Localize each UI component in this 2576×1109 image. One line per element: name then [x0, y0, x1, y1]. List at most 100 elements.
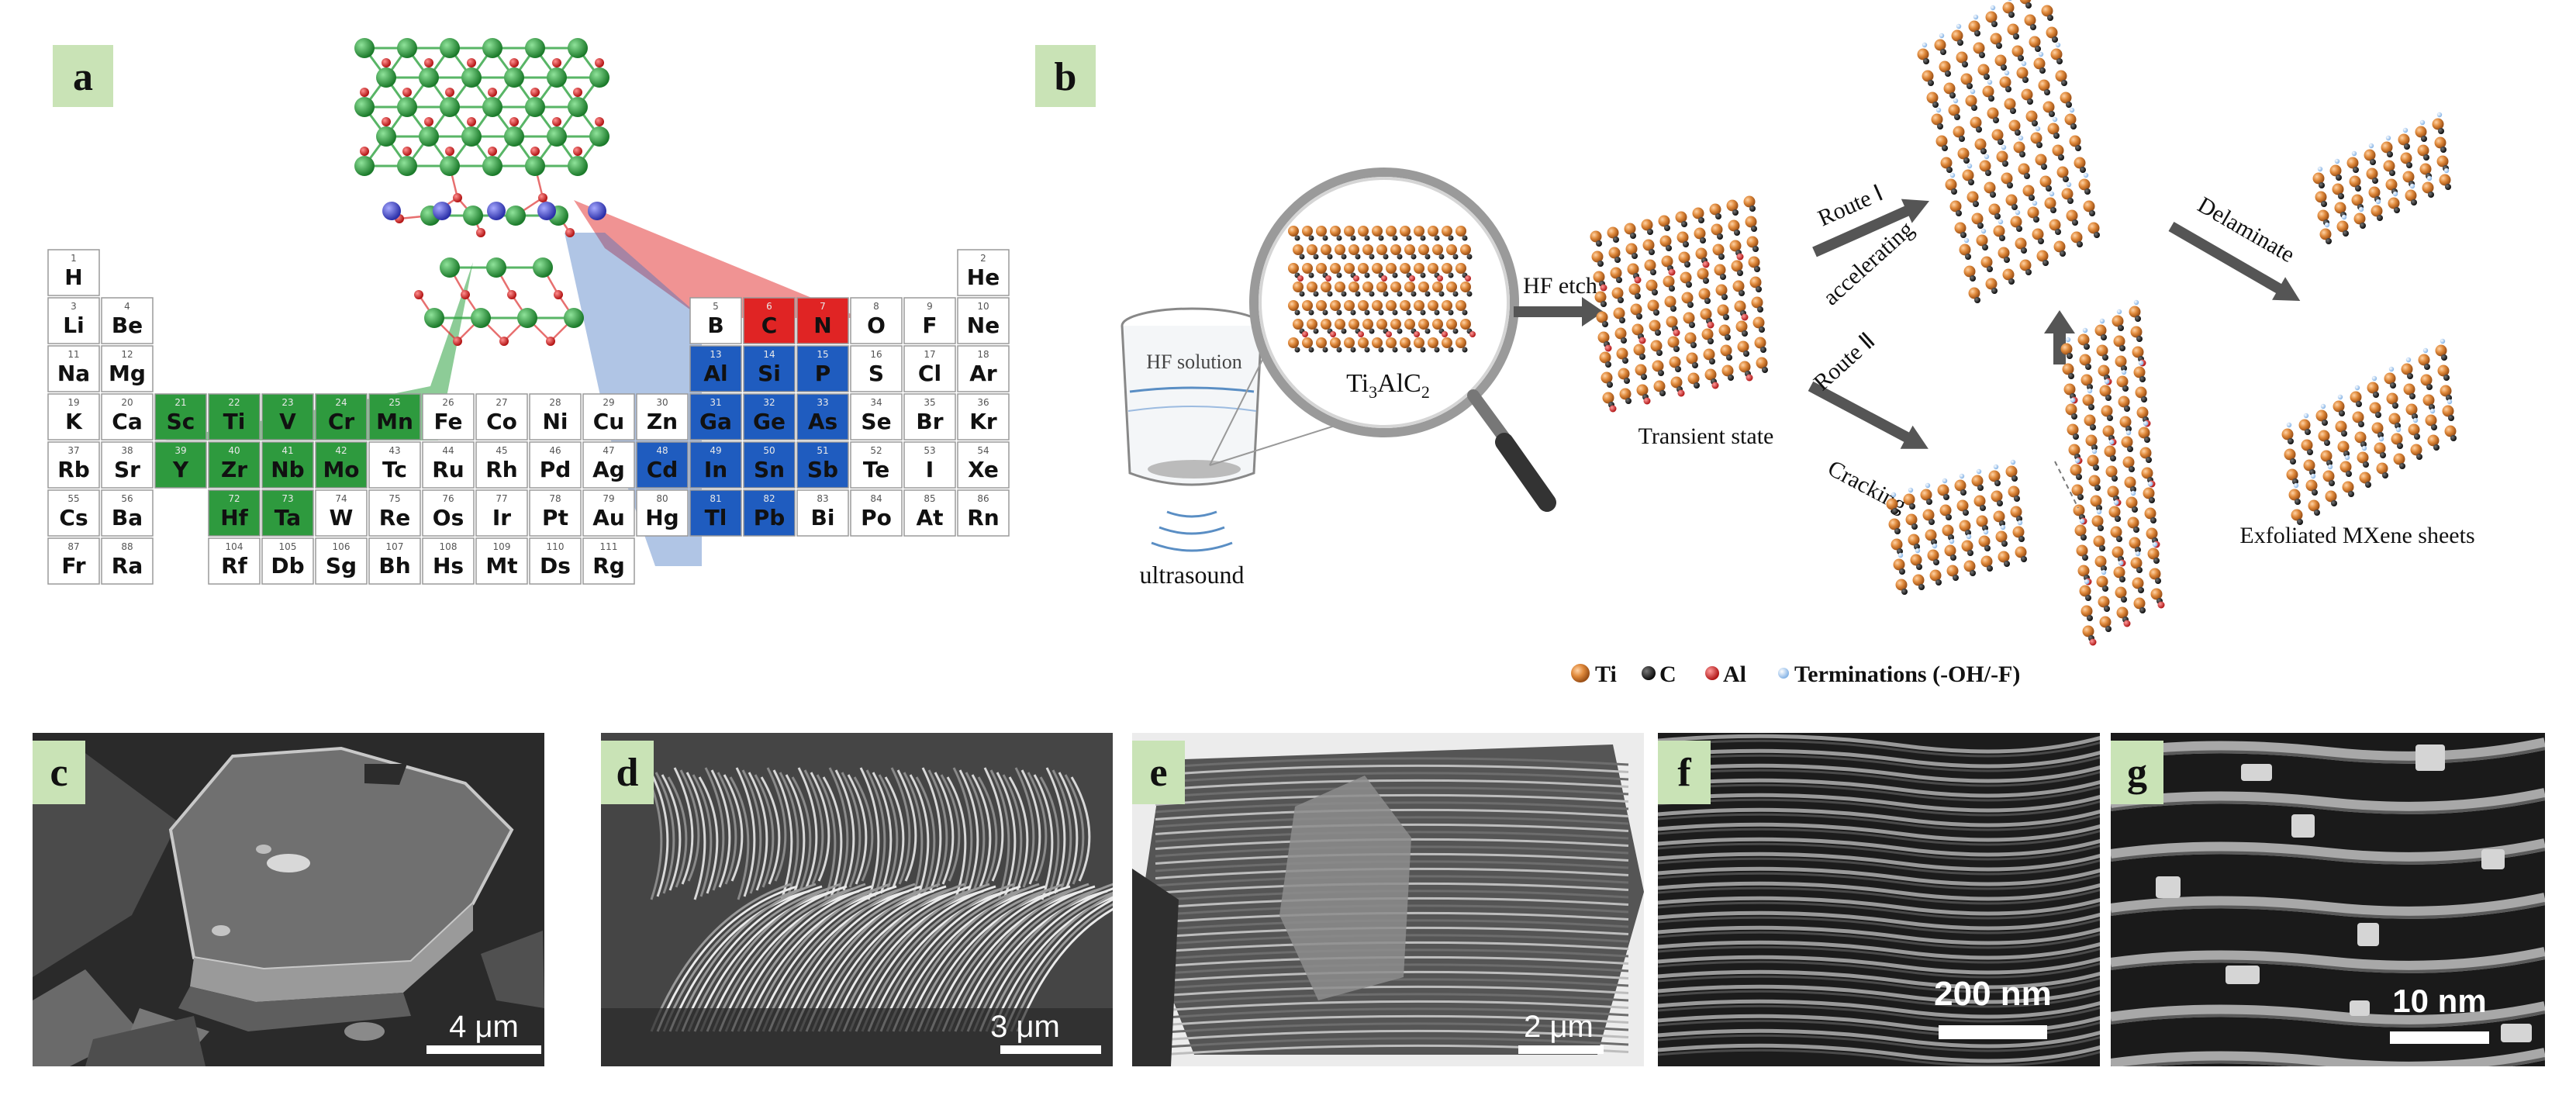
- element-li: 3Li: [47, 297, 100, 344]
- svg-text:77: 77: [496, 493, 507, 504]
- sem-panel-e: e 2 μm: [1132, 733, 1644, 1066]
- svg-text:28: 28: [549, 397, 561, 408]
- svg-text:43: 43: [388, 445, 400, 456]
- svg-text:Ta: Ta: [275, 505, 301, 530]
- svg-text:Sr: Sr: [114, 457, 140, 482]
- svg-text:P: P: [815, 361, 831, 386]
- delaminate-arrow: Delaminate: [2168, 192, 2301, 301]
- svg-text:Nb: Nb: [271, 457, 304, 482]
- svg-text:At: At: [916, 505, 943, 530]
- al-legend-icon: [1705, 666, 1719, 680]
- svg-text:76: 76: [442, 493, 454, 504]
- svg-text:Pb: Pb: [754, 505, 786, 530]
- svg-text:O: O: [867, 313, 886, 338]
- svg-text:110: 110: [547, 541, 565, 552]
- transient-state-label: Transient state: [1638, 423, 1774, 449]
- svg-text:Ti: Ti: [223, 409, 246, 434]
- svg-text:2: 2: [980, 253, 986, 264]
- ti3alc2-label: Ti3AlC2: [1346, 369, 1430, 402]
- svg-text:He: He: [967, 264, 1000, 290]
- svg-text:Rh: Rh: [485, 457, 518, 482]
- svg-text:23: 23: [281, 397, 293, 408]
- svg-text:Cl: Cl: [918, 361, 941, 386]
- svg-text:Rg: Rg: [592, 553, 625, 579]
- element-s: 16S: [850, 345, 903, 392]
- svg-text:Ti: Ti: [1595, 662, 1617, 687]
- svg-text:82: 82: [763, 493, 775, 504]
- svg-text:29: 29: [603, 397, 614, 408]
- svg-text:I: I: [926, 457, 934, 482]
- upward-arrow: [2044, 310, 2075, 364]
- svg-text:47: 47: [603, 445, 614, 456]
- svg-text:Ds: Ds: [540, 553, 571, 579]
- svg-text:80: 80: [656, 493, 668, 504]
- svg-text:Fe: Fe: [434, 409, 463, 434]
- svg-text:111: 111: [600, 541, 618, 552]
- svg-text:37: 37: [67, 445, 79, 456]
- svg-text:18: 18: [977, 349, 989, 360]
- svg-text:Ba: Ba: [112, 505, 143, 530]
- svg-text:Co: Co: [486, 409, 517, 434]
- svg-text:55: 55: [67, 493, 79, 504]
- c-legend-icon: [1642, 666, 1656, 680]
- svg-text:Hg: Hg: [645, 505, 679, 530]
- max-crystal-structure: [354, 38, 609, 346]
- scale-bar-c: [426, 1045, 541, 1054]
- svg-text:1: 1: [71, 253, 77, 264]
- magnifier-icon: Ti3AlC2: [1249, 168, 1556, 512]
- ti3alc2-atoms: [1288, 226, 1476, 353]
- scale-label-e: 2 μm: [1524, 1010, 1594, 1044]
- mxene-sheet-2-atoms: [2281, 338, 2457, 525]
- svg-text:40: 40: [228, 445, 240, 456]
- svg-text:Bh: Bh: [378, 553, 410, 579]
- svg-text:81: 81: [710, 493, 721, 504]
- svg-text:a: a: [73, 55, 93, 99]
- svg-text:Sn: Sn: [754, 457, 785, 482]
- svg-text:Br: Br: [916, 409, 943, 434]
- svg-text:Au: Au: [592, 505, 625, 530]
- svg-text:d: d: [616, 751, 639, 795]
- ti-legend-icon: [1571, 664, 1590, 682]
- svg-text:83: 83: [817, 493, 828, 504]
- svg-text:14: 14: [763, 349, 775, 360]
- svg-text:Rf: Rf: [221, 553, 248, 579]
- svg-text:Fr: Fr: [61, 553, 85, 579]
- svg-text:41: 41: [281, 445, 293, 456]
- svg-text:75: 75: [388, 493, 400, 504]
- svg-text:104: 104: [226, 541, 243, 552]
- svg-text:Po: Po: [861, 505, 892, 530]
- svg-text:21: 21: [174, 397, 186, 408]
- svg-text:33: 33: [817, 397, 828, 408]
- svg-text:30: 30: [656, 397, 668, 408]
- svg-text:Zn: Zn: [647, 409, 678, 434]
- beaker-icon: HF solution ultrasound: [1121, 307, 1358, 589]
- element-n: 7N: [796, 297, 849, 344]
- scale-bar-f: [1939, 1025, 2047, 1039]
- svg-text:6: 6: [766, 301, 772, 312]
- svg-text:20: 20: [121, 397, 133, 408]
- svg-text:74: 74: [335, 493, 347, 504]
- ultrasound-label: ultrasound: [1139, 561, 1244, 589]
- svg-text:34: 34: [870, 397, 882, 408]
- panel-label-a: a: [53, 45, 113, 107]
